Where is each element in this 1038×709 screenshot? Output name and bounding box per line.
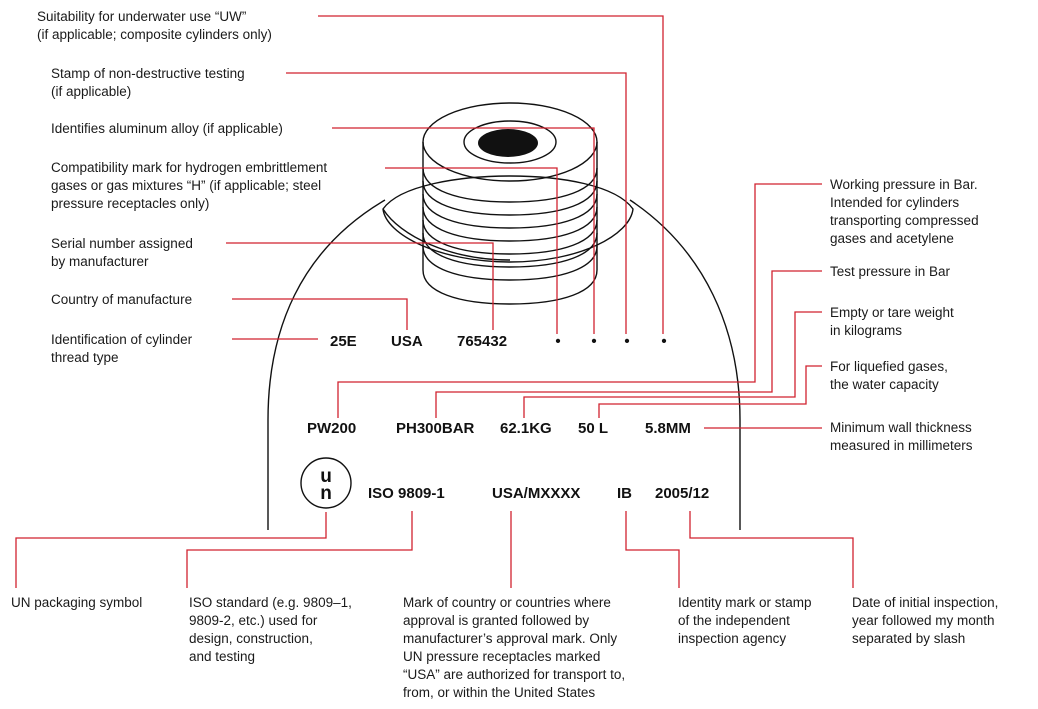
- leader-lines: [15, 15, 854, 588]
- callout-country: Country of manufacture: [51, 292, 192, 307]
- stamped-marks: 25E USA 765432 • • • • PW200 PH300BAR 62…: [300, 333, 709, 509]
- un-symbol-n: n: [320, 483, 332, 504]
- callout-iso-standard: ISO standard (e.g. 9809–1, 9809-2, etc.)…: [189, 595, 356, 664]
- leader-ndt: [286, 72, 627, 334]
- callout-wall: Minimum wall thickness measured in milli…: [830, 420, 976, 453]
- mark-water-capacity: 50 L: [578, 420, 608, 437]
- callout-liquefied: For liquefied gases, the water capacity: [830, 359, 952, 392]
- leader-liquefied: [598, 365, 822, 418]
- mark-dot-ndt: •: [624, 333, 629, 350]
- callout-country-mark: Mark of country or countries where appro…: [403, 595, 629, 700]
- callout-alloy: Identifies aluminum alloy (if applicable…: [51, 121, 283, 136]
- mark-country: USA: [391, 333, 423, 350]
- leader-un: [15, 512, 327, 588]
- callout-identity: Identity mark or stamp of the independen…: [678, 595, 815, 646]
- callout-thread: Identification of cylinder thread type: [51, 332, 196, 365]
- un-symbol-u: u: [320, 466, 332, 487]
- mark-dot-uw: •: [661, 333, 666, 350]
- callout-un-symbol: UN packaging symbol: [11, 595, 142, 610]
- callout-labels: Suitability for underwater use “UW” (if …: [11, 9, 1002, 700]
- leader-hydrogen: [385, 167, 558, 334]
- callout-serial: Serial number assigned by manufacturer: [51, 236, 197, 269]
- mark-test-pressure: PH300BAR: [396, 420, 475, 437]
- leader-working: [337, 183, 822, 418]
- callout-uw: Suitability for underwater use “UW” (if …: [37, 9, 272, 42]
- mark-serial: 765432: [457, 333, 507, 350]
- callout-date-inspection: Date of initial inspection, year followe…: [852, 595, 1002, 646]
- mark-dot-alloy: •: [591, 333, 596, 350]
- leader-tare: [523, 311, 822, 418]
- mark-tare-weight: 62.1KG: [500, 420, 552, 437]
- leader-serial: [226, 242, 494, 330]
- mark-date: 2005/12: [655, 485, 709, 502]
- leader-test: [435, 270, 822, 418]
- leader-uw: [318, 15, 664, 334]
- mark-dot-hydrogen: •: [555, 333, 560, 350]
- callout-hydrogen: Compatibility mark for hydrogen embrittl…: [51, 160, 331, 211]
- leader-identity: [625, 511, 680, 588]
- mark-ib: IB: [617, 485, 632, 502]
- cylinder-outline: [267, 175, 741, 530]
- callout-tare: Empty or tare weight in kilograms: [830, 305, 958, 338]
- leader-country: [232, 298, 408, 330]
- callout-test: Test pressure in Bar: [830, 264, 951, 279]
- mark-iso: ISO 9809-1: [368, 485, 445, 502]
- leader-iso: [186, 511, 413, 588]
- mark-approval: USA/MXXXX: [492, 485, 580, 502]
- mark-wall-thickness: 5.8MM: [645, 420, 691, 437]
- un-symbol-circle: [300, 457, 352, 509]
- leader-alloy: [332, 127, 595, 334]
- leader-date: [689, 511, 854, 588]
- callout-ndt: Stamp of non-destructive testing (if app…: [51, 66, 248, 99]
- valve-neck: [422, 102, 598, 305]
- mark-working-pressure: PW200: [307, 420, 356, 437]
- mark-thread: 25E: [330, 333, 357, 350]
- callout-working: Working pressure in Bar. Intended for cy…: [830, 177, 982, 246]
